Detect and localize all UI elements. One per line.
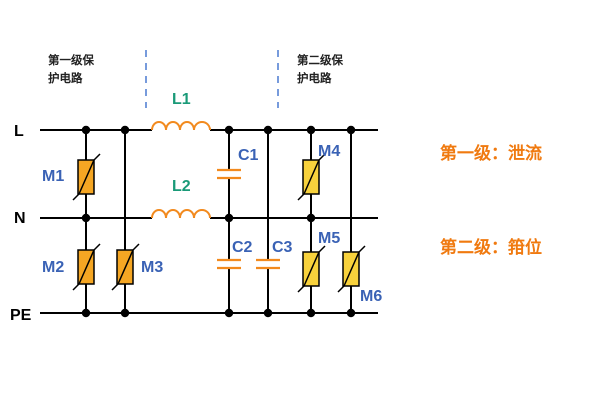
section-dividers [145, 50, 279, 108]
varistor-m1 [72, 153, 101, 201]
junction-dot [306, 125, 316, 135]
varistor-m5 [297, 245, 326, 293]
junction-dot [306, 213, 316, 223]
first-stage-caption-line1: 第一级保 [48, 53, 94, 67]
second-stage-caption-line2: 护电路 [297, 71, 332, 85]
junction-dots [81, 125, 356, 318]
junction-dot [120, 125, 130, 135]
junction-dot [224, 125, 234, 135]
varistor-label-m5: M5 [318, 230, 340, 247]
junction-dot [81, 213, 91, 223]
inductor-label-l1: L1 [172, 91, 191, 108]
varistor-m3 [111, 243, 140, 291]
junction-dot [224, 213, 234, 223]
capacitor-c3 [256, 258, 280, 270]
capacitor-c2 [217, 258, 241, 270]
note-first-stage: 第一级：泄流 [440, 143, 542, 164]
capacitor-c1 [217, 168, 241, 180]
rail-label-l: L [14, 123, 24, 140]
capacitor-label-c3: C3 [272, 239, 293, 256]
varistor-label-m4: M4 [318, 143, 340, 160]
varistor-label-m1: M1 [42, 168, 64, 185]
varistor-m6 [337, 245, 366, 293]
capacitor-label-c2: C2 [232, 239, 253, 256]
junction-dot [263, 308, 273, 318]
varistor-label-m6: M6 [360, 288, 382, 305]
inductor-l1 [151, 121, 211, 131]
second-stage-caption-line1: 第二级保 [297, 53, 343, 67]
first-stage-caption-line2: 护电路 [48, 71, 83, 85]
varistor-label-m3: M3 [141, 259, 163, 276]
varistor-label-m2: M2 [42, 259, 64, 276]
varistor-m2 [72, 243, 101, 291]
junction-dot [81, 308, 91, 318]
inductor-label-l2: L2 [172, 178, 191, 195]
capacitor-label-c1: C1 [238, 147, 259, 164]
rail-label-n: N [14, 210, 26, 227]
capacitors [217, 168, 280, 270]
junction-dot [306, 308, 316, 318]
junction-dot [346, 308, 356, 318]
junction-dot [81, 125, 91, 135]
junction-dot [263, 125, 273, 135]
junction-dot [120, 308, 130, 318]
junction-dot [224, 308, 234, 318]
varistor-m4 [297, 153, 326, 201]
junction-dot [346, 125, 356, 135]
inductor-l2 [151, 209, 211, 219]
note-second-stage: 第二级：箝位 [440, 237, 542, 258]
rail-label-pe: PE [10, 307, 32, 324]
